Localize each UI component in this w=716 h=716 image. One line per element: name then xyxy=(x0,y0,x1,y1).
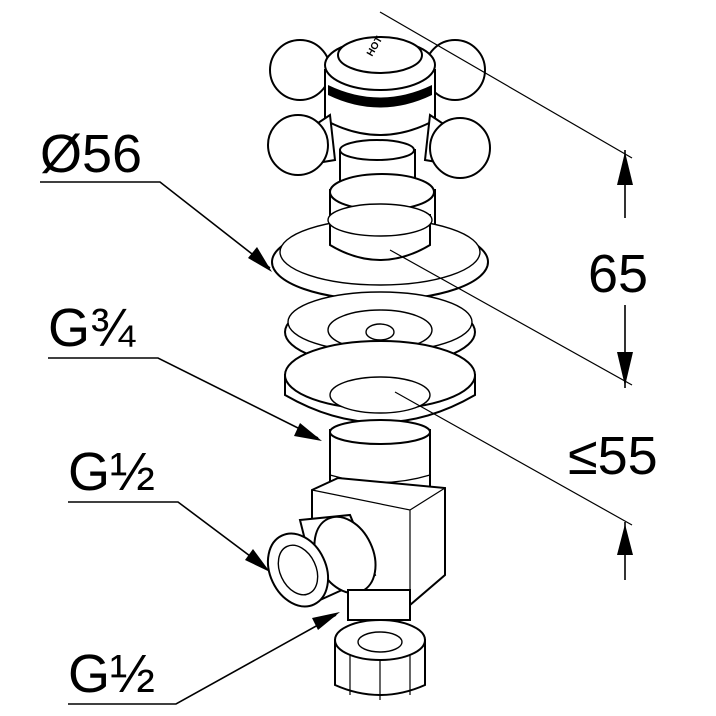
height-extension-top xyxy=(379,11,633,159)
offset-arrow xyxy=(617,524,633,555)
height-label: 65 xyxy=(588,244,648,304)
handle-knobs-front xyxy=(267,113,491,179)
inlet-leader xyxy=(48,357,319,439)
outlet-thread-label: G½ xyxy=(68,442,155,502)
bottom-connector xyxy=(334,589,426,700)
height-arrow-bottom xyxy=(617,352,633,386)
handle-hub: HOT xyxy=(324,35,436,136)
outlet-leader xyxy=(68,501,267,569)
connection-leader xyxy=(68,614,337,705)
connection-thread-label: G½ xyxy=(68,644,155,704)
dimension-labels: Ø56 G¾ G½ G½ 65 ≤55 xyxy=(40,124,658,704)
outlet-arrowhead xyxy=(245,549,270,572)
offset-extension xyxy=(394,391,633,526)
inlet-thread-label: G¾ xyxy=(48,298,136,358)
connection-arrowhead xyxy=(312,612,340,630)
diameter-label: Ø56 xyxy=(40,124,142,184)
rosette-plate xyxy=(271,203,489,301)
offset-label: ≤55 xyxy=(568,426,658,486)
height-extension-bottom xyxy=(389,249,633,386)
diameter-leader xyxy=(40,181,271,269)
lower-disc xyxy=(284,340,476,424)
side-outlet xyxy=(266,513,377,608)
dimension-lines xyxy=(40,11,633,705)
height-arrow-top xyxy=(617,152,633,185)
diameter-arrowhead xyxy=(248,247,272,272)
handle-knobs-back xyxy=(269,39,486,101)
valve-assembly: HOT xyxy=(266,35,491,700)
inlet-arrowhead xyxy=(294,423,322,441)
